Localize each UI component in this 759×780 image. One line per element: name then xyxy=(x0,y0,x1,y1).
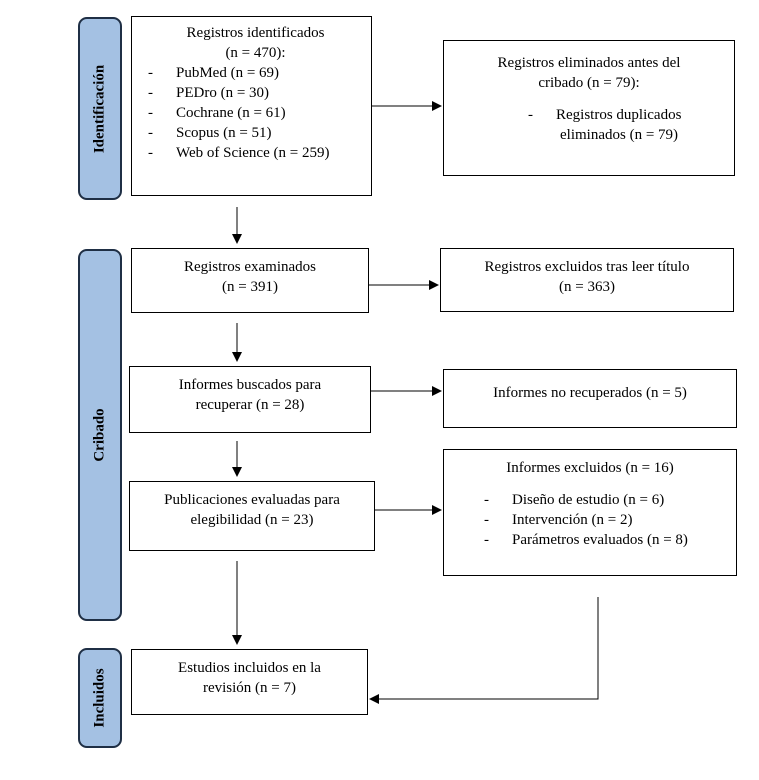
phase-identificacion: Identificación xyxy=(78,17,122,200)
box-registros-eliminados: Registros eliminados antes del cribado (… xyxy=(443,40,735,176)
examinados-line2: (n = 391) xyxy=(222,279,278,295)
examinados-line1: Registros examinados xyxy=(183,259,317,275)
box-registros-identificados: Registros identificados (n = 470): PubMe… xyxy=(131,16,372,196)
phase-cribado: Cribado xyxy=(78,249,122,621)
informes-excluidos-title: Informes excluidos (n = 16) xyxy=(506,460,674,476)
identificados-title: Registros identificados xyxy=(186,25,325,41)
box-informes-excluidos: Informes excluidos (n = 16) Diseño de es… xyxy=(443,449,737,576)
phase-incluidos: Incluidos xyxy=(78,648,122,748)
buscados-line1: Informes buscados para xyxy=(178,377,322,393)
database-item: PubMed (n = 69) xyxy=(148,63,363,83)
identificados-count: (n = 470): xyxy=(225,45,286,61)
eliminados-item-line2: eliminados (n = 79) xyxy=(560,127,679,143)
database-item: Cochrane (n = 61) xyxy=(148,103,363,123)
box-informes-buscados: Informes buscados para recuperar (n = 28… xyxy=(129,366,371,433)
box-informes-no-recuperados: Informes no recuperados (n = 5) xyxy=(443,369,737,428)
box-publicaciones-evaluadas: Publicaciones evaluadas para elegibilida… xyxy=(129,481,375,551)
excluidos-titulo-line2: (n = 363) xyxy=(559,279,615,295)
no-recuperados-line1: Informes no recuperados (n = 5) xyxy=(493,385,687,401)
exclusion-reason-item: Diseño de estudio (n = 6) xyxy=(484,490,728,510)
exclusion-reason-item: Intervención (n = 2) xyxy=(484,510,728,530)
excluidos-titulo-line1: Registros excluidos tras leer título xyxy=(484,259,690,275)
eliminados-title-2: cribado (n = 79): xyxy=(538,75,640,91)
box-registros-examinados: Registros examinados (n = 391) xyxy=(131,248,369,313)
exclusion-reason-item: Parámetros evaluados (n = 8) xyxy=(484,530,728,550)
buscados-line2: recuperar (n = 28) xyxy=(195,397,305,413)
incluidos-line2: revisión (n = 7) xyxy=(202,680,297,696)
evaluadas-line2: elegibilidad (n = 23) xyxy=(190,512,314,528)
eliminados-item-line1: Registros duplicados xyxy=(556,107,682,123)
eliminados-item: - Registros duplicados xyxy=(528,107,682,123)
database-list: PubMed (n = 69) PEDro (n = 30) Cochrane … xyxy=(148,63,363,163)
incluidos-line1: Estudios incluidos en la xyxy=(178,660,321,676)
eliminados-title: Registros eliminados antes del xyxy=(497,55,681,71)
database-item: Web of Science (n = 259) xyxy=(148,143,363,163)
evaluadas-line1: Publicaciones evaluadas para xyxy=(164,492,340,508)
arrow-excluidos-incluidos xyxy=(369,597,599,704)
database-item: PEDro (n = 30) xyxy=(148,83,363,103)
box-excluidos-titulo: Registros excluidos tras leer título (n … xyxy=(440,248,734,312)
database-item: Scopus (n = 51) xyxy=(148,123,363,143)
box-estudios-incluidos: Estudios incluidos en la revisión (n = 7… xyxy=(131,649,368,715)
exclusion-reasons-list: Diseño de estudio (n = 6) Intervención (… xyxy=(484,490,728,550)
